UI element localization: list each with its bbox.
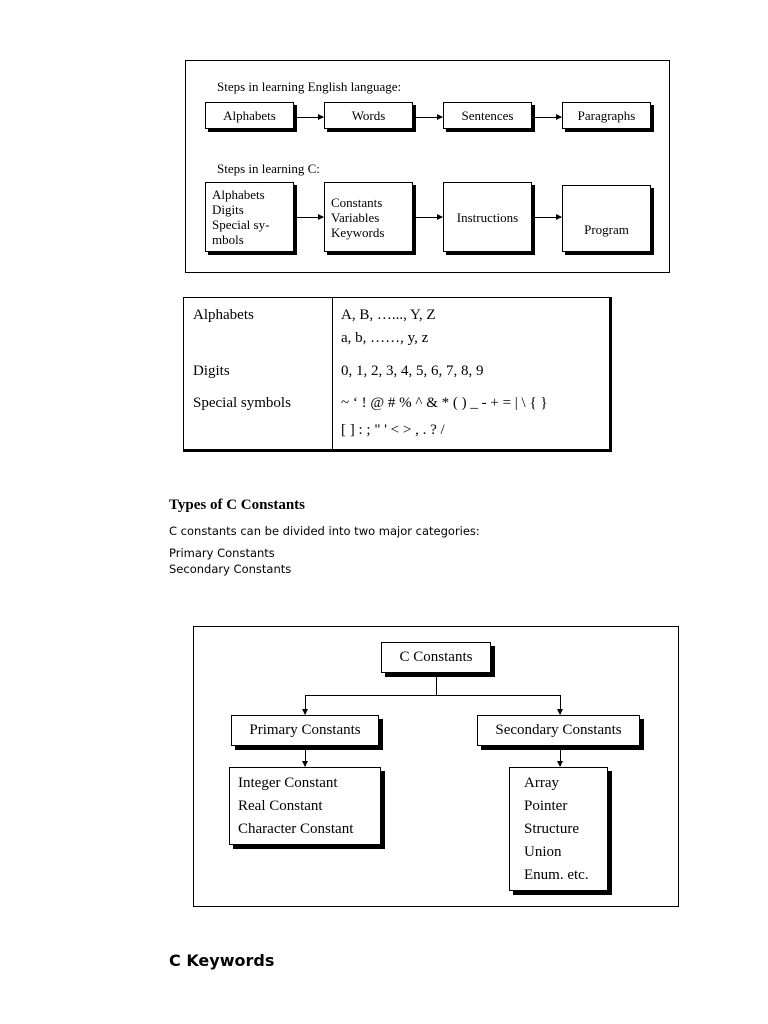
arrow-down-icon xyxy=(557,750,563,767)
connector-line xyxy=(305,695,561,696)
c-step-constants-variables-keywords: Constants Variables Keywords xyxy=(324,182,413,252)
list-item: Pointer xyxy=(524,798,568,814)
arrow-right-icon xyxy=(297,214,324,220)
english-steps-caption: Steps in learning English language: xyxy=(217,79,402,94)
arrow-down-icon xyxy=(557,695,563,715)
c-step-instructions: Instructions xyxy=(443,182,532,252)
english-step-alphabets: Alphabets xyxy=(205,102,294,129)
table-row-label: Alphabets xyxy=(193,307,254,323)
table-cell-value: 0, 1, 2, 3, 4, 5, 6, 7, 8, 9 xyxy=(341,363,484,379)
table-column-divider xyxy=(332,298,333,449)
arrow-right-icon xyxy=(535,214,562,220)
c-steps-caption: Steps in learning C: xyxy=(217,161,320,176)
table-cell-value: a, b, ……, y, z xyxy=(341,330,429,346)
learning-steps-figure: Steps in learning English language: Alph… xyxy=(185,60,670,273)
arrow-right-icon xyxy=(535,114,562,120)
table-cell-value: ~ ‘ ! @ # % ^ & * ( ) _ - + = | \ { } xyxy=(341,395,548,411)
character-set-table: Alphabets A, B, …..., Y, Z a, b, ……, y, … xyxy=(183,297,612,452)
secondary-constants-node: Secondary Constants xyxy=(477,715,640,746)
list-item: Union xyxy=(524,844,562,860)
secondary-constants-list: Array Pointer Structure Union Enum. etc. xyxy=(509,767,608,891)
c-constants-diagram: C Constants Primary Constants Secondary … xyxy=(193,626,679,907)
table-row-label: Special symbols xyxy=(193,395,291,411)
primary-constants-node: Primary Constants xyxy=(231,715,379,746)
section-heading: C Keywords xyxy=(169,951,275,970)
list-item: Enum. etc. xyxy=(524,867,589,883)
arrow-down-icon xyxy=(302,750,308,767)
english-step-paragraphs: Paragraphs xyxy=(562,102,651,129)
intro-text: C constants can be divided into two majo… xyxy=(169,524,480,538)
list-item: Real Constant xyxy=(238,798,323,814)
list-item: Primary Constants xyxy=(169,546,275,560)
arrow-right-icon xyxy=(416,114,443,120)
primary-constants-list: Integer Constant Real Constant Character… xyxy=(229,767,381,845)
section-heading: Types of C Constants xyxy=(169,497,305,513)
table-cell-value: [ ] : ; " ' < > , . ? / xyxy=(341,422,445,438)
arrow-down-icon xyxy=(302,695,308,715)
english-step-sentences: Sentences xyxy=(443,102,532,129)
list-item: Secondary Constants xyxy=(169,562,292,576)
list-item: Character Constant xyxy=(238,821,354,837)
list-item: Structure xyxy=(524,821,579,837)
arrow-right-icon xyxy=(416,214,443,220)
connector-line xyxy=(436,677,437,695)
c-step-character-set: Alphabets Digits Special sy- mbols xyxy=(205,182,294,252)
list-item: Array xyxy=(524,775,559,791)
english-step-words: Words xyxy=(324,102,413,129)
c-step-program: Program xyxy=(562,185,651,252)
root-node: C Constants xyxy=(381,642,491,673)
list-item: Integer Constant xyxy=(238,775,338,791)
arrow-right-icon xyxy=(297,114,324,120)
table-cell-value: A, B, …..., Y, Z xyxy=(341,307,436,323)
table-row-label: Digits xyxy=(193,363,230,379)
